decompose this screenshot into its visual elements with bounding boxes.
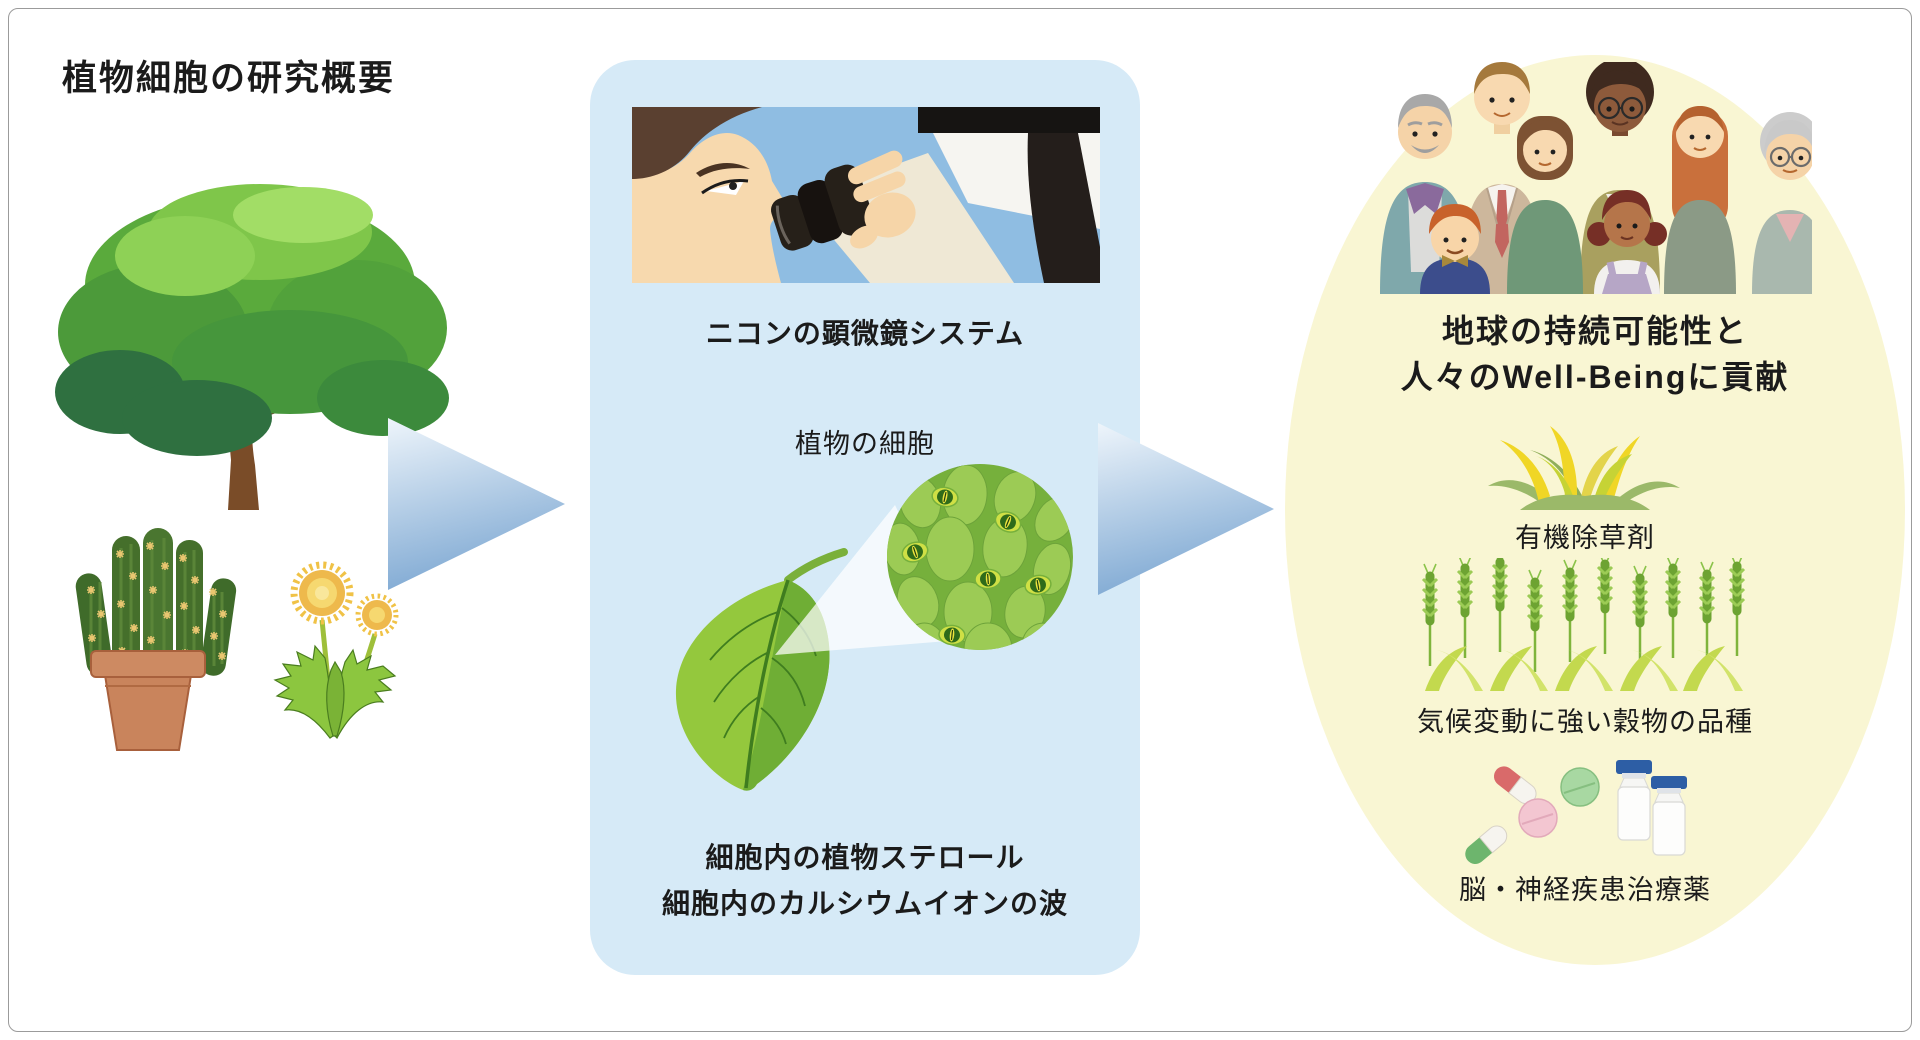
outcome-label-grain: 気候変動に強い穀物の品種 bbox=[1417, 707, 1753, 737]
cactus-plant bbox=[75, 528, 237, 676]
weed-grass-icon bbox=[1488, 426, 1680, 510]
arrow-right-icon bbox=[1098, 423, 1274, 595]
finding-line-2: 細胞内のカルシウムイオンの波 bbox=[661, 888, 1068, 919]
person-elderly-woman bbox=[1752, 112, 1812, 294]
wheat-field-icon bbox=[1415, 558, 1750, 691]
outcome-label-herbicide: 有機除草剤 bbox=[1515, 523, 1655, 553]
vial-1 bbox=[1616, 760, 1652, 841]
microscope-scene-icon bbox=[632, 107, 1100, 283]
finding-line-1: 細胞内の植物ステロール bbox=[705, 842, 1025, 873]
researcher-hair bbox=[632, 107, 762, 179]
plant-cell-label: 植物の細胞 bbox=[795, 429, 935, 459]
outcome-label-medicine: 脳・神経疾患治療薬 bbox=[1459, 875, 1711, 905]
tree-canopy bbox=[55, 184, 449, 456]
tablet-green bbox=[1560, 767, 1600, 807]
arrow-right-icon bbox=[388, 418, 565, 590]
outcome-title-line-2: 人々のWell-Beingに貢献 bbox=[1400, 359, 1790, 395]
cactus-icon bbox=[75, 528, 237, 751]
cell-zoom-callout bbox=[775, 464, 1073, 655]
tree-icon bbox=[55, 184, 449, 510]
dandelion-leaves bbox=[273, 644, 397, 740]
outcome-title: 地球の持続可能性と 人々のWell-Beingに貢献 bbox=[1295, 308, 1895, 400]
dandelion-icon bbox=[273, 561, 399, 740]
outcome-title-line-1: 地球の持続可能性と bbox=[1441, 313, 1748, 349]
dandelion-flowers bbox=[290, 561, 399, 637]
tablet-pink bbox=[1518, 798, 1558, 838]
flower-pot bbox=[90, 650, 206, 751]
capsule-red bbox=[1494, 766, 1537, 805]
medicine-icon bbox=[1465, 760, 1687, 864]
researcher-hand bbox=[847, 150, 916, 249]
findings-text: 細胞内の植物ステロール 細胞内のカルシウムイオンの波 bbox=[590, 835, 1140, 927]
wheat-grass bbox=[1425, 646, 1743, 691]
person-boy bbox=[1420, 204, 1490, 294]
page-title: 植物細胞の研究概要 bbox=[62, 59, 396, 98]
person-redhead-woman bbox=[1664, 106, 1736, 294]
person-glasses-man bbox=[1580, 62, 1660, 294]
researcher-face bbox=[632, 133, 789, 283]
people-group-icon bbox=[1380, 62, 1812, 294]
capsule-green bbox=[1465, 825, 1508, 864]
microscope-caption: ニコンの顕微鏡システム bbox=[705, 318, 1025, 349]
vial-2 bbox=[1651, 776, 1687, 856]
person-bob-woman bbox=[1507, 116, 1583, 294]
person-girl bbox=[1587, 190, 1667, 294]
research-process-panel: ニコンの顕微鏡システム 植物の細胞 bbox=[590, 60, 1140, 975]
